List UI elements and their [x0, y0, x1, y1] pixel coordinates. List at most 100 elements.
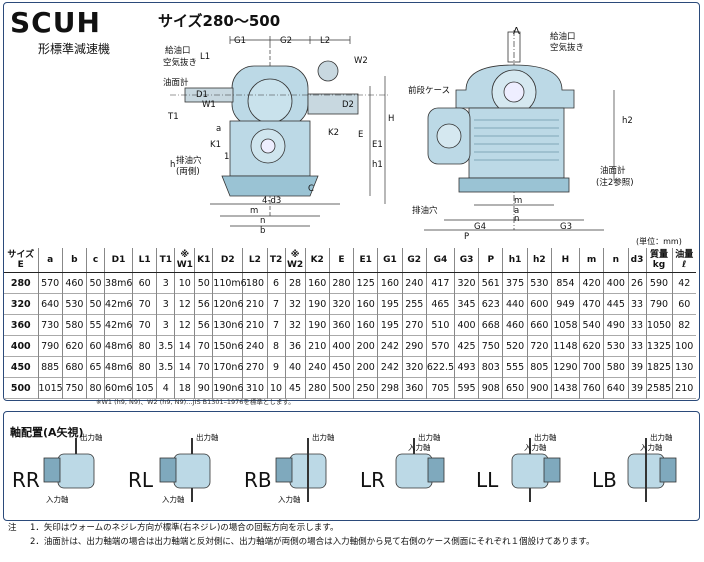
- table-cell: 240: [242, 335, 268, 357]
- table-cell: 180: [242, 272, 268, 294]
- output-shaft-label: 出力軸: [80, 433, 103, 442]
- table-cell: 60m6: [104, 377, 134, 399]
- table-cell: 18: [174, 377, 196, 399]
- column-header: E: [329, 248, 355, 273]
- dim-d3: 4-d3: [262, 196, 282, 206]
- input-shaft-label: 入力軸: [162, 495, 185, 504]
- table-cell: 705: [426, 377, 455, 399]
- table-cell: 130n6: [212, 314, 244, 336]
- dim-c: C: [308, 184, 314, 194]
- unit-note: (単位：mm): [636, 237, 682, 246]
- table-cell: 1325: [646, 335, 673, 357]
- table-cell: 790: [38, 335, 63, 357]
- note-1: 1．矢印はウォームのネジレ方向が標準(右ネジレ)の場合の回転方向を示します。: [30, 523, 339, 533]
- table-cell: 12: [174, 293, 196, 315]
- column-header: 油量 ℓ: [672, 248, 696, 273]
- table-cell: 908: [478, 377, 504, 399]
- table-cell: 14: [174, 335, 196, 357]
- table-cell: 2585: [646, 377, 673, 399]
- table-cell: 100: [675, 340, 694, 352]
- footnote: ※W1 (h9, N9)、W2 (h9, N9)…JIS B1301–1976を…: [96, 398, 295, 406]
- dim-t1: T1: [168, 112, 179, 122]
- column-header: c: [86, 248, 106, 273]
- table-cell: 623: [478, 293, 504, 315]
- table-cell: 1058: [551, 314, 580, 336]
- dim-h-cap: H: [388, 114, 395, 124]
- dim-g2: G2: [280, 36, 292, 46]
- dim-e: E: [358, 130, 364, 140]
- column-header: d3: [628, 248, 647, 273]
- table-cell: 26: [628, 272, 647, 294]
- table-cell: 530: [62, 293, 88, 315]
- table-cell: 42m6: [104, 293, 134, 315]
- table-cell: 885: [38, 356, 63, 378]
- label-oil-filler-2: 給油口: [550, 32, 576, 42]
- notes-prefix: 注: [8, 523, 17, 533]
- table-cell: 160: [305, 272, 330, 294]
- table-cell: 195: [377, 293, 403, 315]
- drawing-frame: [3, 2, 700, 401]
- table-cell: 660: [527, 314, 552, 336]
- table-cell: 200: [353, 356, 379, 378]
- table-cell: 60: [678, 298, 691, 310]
- series-title: SCUH: [10, 6, 101, 39]
- table-cell: 6: [267, 272, 286, 294]
- table-cell: 65: [86, 356, 106, 378]
- table-cell: 32: [285, 293, 306, 315]
- arrangement-code: RL: [128, 468, 154, 492]
- table-cell: 90: [194, 377, 214, 399]
- table-cell: 210: [675, 382, 694, 394]
- column-header: ※ W1: [174, 248, 196, 273]
- table-cell: 56: [194, 293, 214, 315]
- table-cell: 40: [285, 356, 306, 378]
- dim-w2: W2: [354, 56, 368, 66]
- table-cell: 750: [62, 377, 88, 399]
- table-cell: 668: [478, 314, 504, 336]
- table-cell: 190n6: [212, 377, 244, 399]
- table-cell: 425: [454, 335, 480, 357]
- table-cell: 400: [4, 335, 39, 357]
- dim-n-right: n: [514, 214, 520, 224]
- label-front-case: 前段ケース: [408, 86, 451, 96]
- table-cell: 803: [478, 356, 504, 378]
- table-cell: 50: [86, 293, 106, 315]
- table-cell: 33: [628, 314, 647, 336]
- table-cell: 590: [646, 272, 673, 294]
- table-cell: 33: [628, 293, 647, 315]
- table-cell: 210: [242, 314, 268, 336]
- table-cell: 200: [353, 335, 379, 357]
- column-header: 質量 kg: [646, 248, 673, 273]
- side-view-drawing: [170, 36, 390, 227]
- table-cell: 360: [4, 314, 39, 336]
- table-cell: 280: [329, 272, 355, 294]
- table-cell: 48m6: [104, 335, 134, 357]
- input-shaft-label: 入力軸: [46, 495, 69, 504]
- table-cell: 530: [527, 272, 552, 294]
- table-cell: 10: [267, 377, 286, 399]
- table-cell: 580: [62, 314, 88, 336]
- column-header: E1: [353, 248, 379, 273]
- dim-m: m: [250, 206, 259, 216]
- table-cell: 250: [353, 377, 379, 399]
- table-cell: 240: [402, 272, 427, 294]
- table-cell: 320: [402, 356, 427, 378]
- dim-1: 1: [224, 152, 230, 162]
- column-header: H: [551, 248, 580, 273]
- table-cell: 80: [132, 335, 158, 357]
- dim-b: b: [260, 226, 266, 236]
- table-cell: 3: [156, 293, 176, 315]
- table-cell: 510: [426, 314, 455, 336]
- table-cell: 255: [402, 293, 427, 315]
- table-cell: 440: [502, 293, 528, 315]
- table-cell: 520: [502, 335, 528, 357]
- column-header: n: [603, 248, 629, 273]
- label-drain-2: 排油穴: [412, 206, 438, 216]
- table-cell: 1438: [551, 377, 580, 399]
